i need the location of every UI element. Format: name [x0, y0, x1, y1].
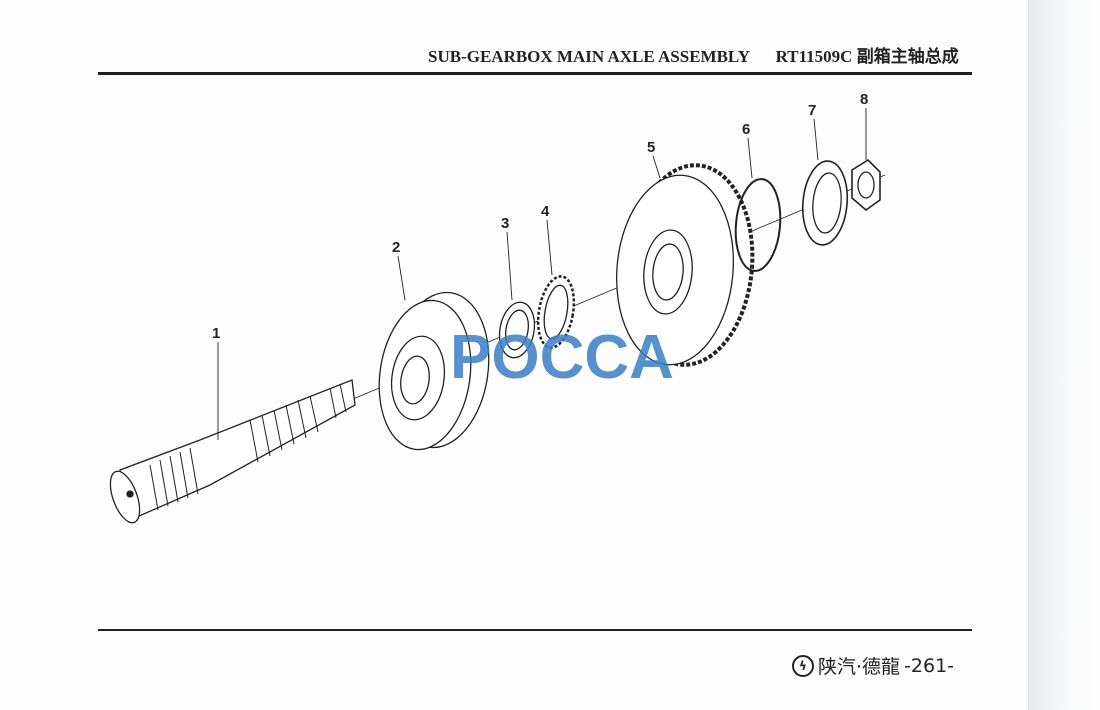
- callout-8: 8: [860, 91, 868, 108]
- lightning-circle-icon: ϟ: [792, 654, 814, 677]
- footer-rule: [98, 629, 972, 631]
- page-edge: [1028, 0, 1100, 710]
- title-text: SUB-GEARBOX MAIN AXLE ASSEMBLY: [428, 47, 750, 66]
- thrust-washer: [801, 160, 849, 246]
- sub-gearbox-gear: [615, 163, 755, 367]
- page-footer: ϟ 陕汽·德龍 -261-: [792, 652, 954, 679]
- sub-gearbox-main-axle-washer: [498, 301, 536, 359]
- page-title: SUB-GEARBOX MAIN AXLE ASSEMBLY RT11509C …: [428, 42, 959, 67]
- model-title: RT11509C 副箱主轴总成: [775, 47, 959, 66]
- callout-6: 6: [742, 121, 750, 138]
- synchronizer-cone-ring: [536, 275, 576, 349]
- lock-nut: [851, 158, 881, 212]
- page-number: -261-: [904, 654, 955, 677]
- callout-1: 1: [212, 325, 220, 342]
- callout-5: 5: [647, 139, 655, 156]
- main-axle-shaft: [109, 379, 356, 524]
- watermark-logo: POCCA: [450, 323, 674, 392]
- high-low-gear-synchronizer: [378, 291, 490, 451]
- snap-ring: [734, 178, 782, 272]
- brand-name: 陕汽·德龍: [818, 656, 901, 678]
- callout-2: 2: [392, 239, 400, 256]
- callout-3: 3: [501, 215, 509, 232]
- callout-7: 7: [808, 102, 816, 119]
- callout-4: 4: [541, 203, 550, 220]
- header-rule: [98, 72, 972, 75]
